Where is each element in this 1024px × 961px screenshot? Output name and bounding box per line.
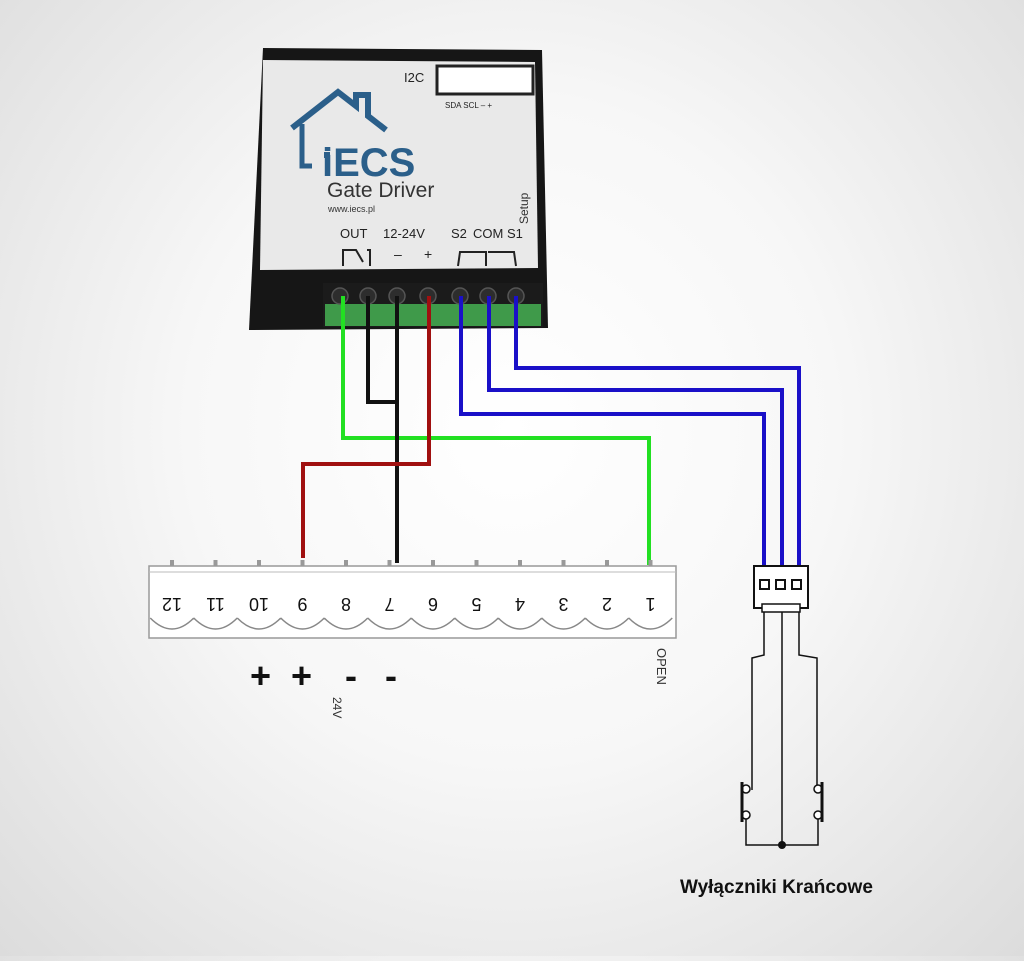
terminal-number-2: 2 [602,594,612,614]
s1-label: S1 [507,226,523,241]
house-logo-icon [290,88,388,169]
com-label: COM [473,226,503,241]
wire-s2-to-switch [459,296,766,568]
power-plus-label: + [424,246,432,262]
terminal-number-7: 7 [384,594,394,614]
brand-logo-text: iECS [322,141,415,185]
terminal-number-8: 8 [341,594,351,614]
terminal-strip-green [325,304,541,326]
terminal-pin-tick [648,560,653,566]
connector-pin-2 [775,579,786,590]
terminal-block: 12 11 10 9 8 7 6 5 4 3 2 1 OPEN 24V + + … [148,560,677,718]
gate-driver-module: I2C SDA SCL – + iECS Gate Driver www.iec… [249,48,548,330]
limit-switches: Wyłączniki Krańcowe [680,565,873,898]
terminal-numbers: 12 11 10 9 8 7 6 5 4 3 2 1 [162,594,656,614]
v24-label: 24V [330,697,344,718]
terminal-pin-tick [474,560,479,566]
website-text: www.iecs.pl [327,204,375,214]
terminal-number-9: 9 [297,594,307,614]
switch-lead-wires [751,612,818,790]
terminal-block-body [148,565,677,639]
terminal-pin-tick [344,560,348,566]
wire-out-to-terminal-1 [341,296,651,565]
terminal-number-5: 5 [471,594,481,614]
out-label: OUT [340,226,368,241]
terminal-number-11: 11 [206,594,225,614]
s2-label: S2 [451,226,467,241]
terminal-pin-tick [170,560,174,566]
terminal-pin-tick [300,560,305,566]
wires [301,296,801,568]
terminal-block-scallops [149,617,673,630]
open-label: OPEN [654,648,669,685]
terminal-number-3: 3 [558,594,568,614]
terminal-number-1: 1 [645,594,655,614]
setup-label: Setup [517,192,531,224]
connector-latch [761,603,801,613]
wire-out-to-minus [366,296,397,404]
terminal-pin-tick [605,560,609,566]
plus-sign-terminal-10: + [250,655,271,696]
terminal-pin-tick [213,560,218,566]
wire-plus-to-terminal-9 [301,296,431,558]
switch-input-symbol [457,251,517,267]
limit-switches-caption: Wyłączniki Krańcowe [680,877,873,898]
terminal-pin-ticks [170,560,653,566]
power-label: 12-24V [383,226,425,241]
wire-com-to-switch [487,296,784,568]
terminal-number-12: 12 [162,594,182,614]
wire-s1-to-switch [514,296,801,568]
terminal-number-4: 4 [515,594,525,614]
out-relay-symbol [342,249,371,266]
i2c-port [435,64,535,96]
minus-sign-terminal-7: - [385,655,397,696]
terminal-pin-tick [561,560,566,566]
connector-pin-1 [759,579,770,590]
terminal-pin-tick [518,560,522,566]
terminal-number-10: 10 [249,594,269,614]
connector-pin-3 [791,579,802,590]
model-name: Gate Driver [327,179,434,202]
i2c-pins-label: SDA SCL – + [445,101,492,110]
module-label-plate [260,60,538,270]
minus-sign-terminal-8: - [345,655,357,696]
common-junction-dot [778,841,786,849]
power-minus-label: – [394,246,402,262]
i2c-label: I2C [404,70,424,85]
terminal-pin-tick [431,560,435,566]
plus-sign-terminal-9: + [291,655,312,696]
terminal-pin-tick [387,560,392,566]
screw-out-1 [331,287,349,305]
terminal-pin-tick [257,560,261,566]
terminal-number-6: 6 [428,594,438,614]
